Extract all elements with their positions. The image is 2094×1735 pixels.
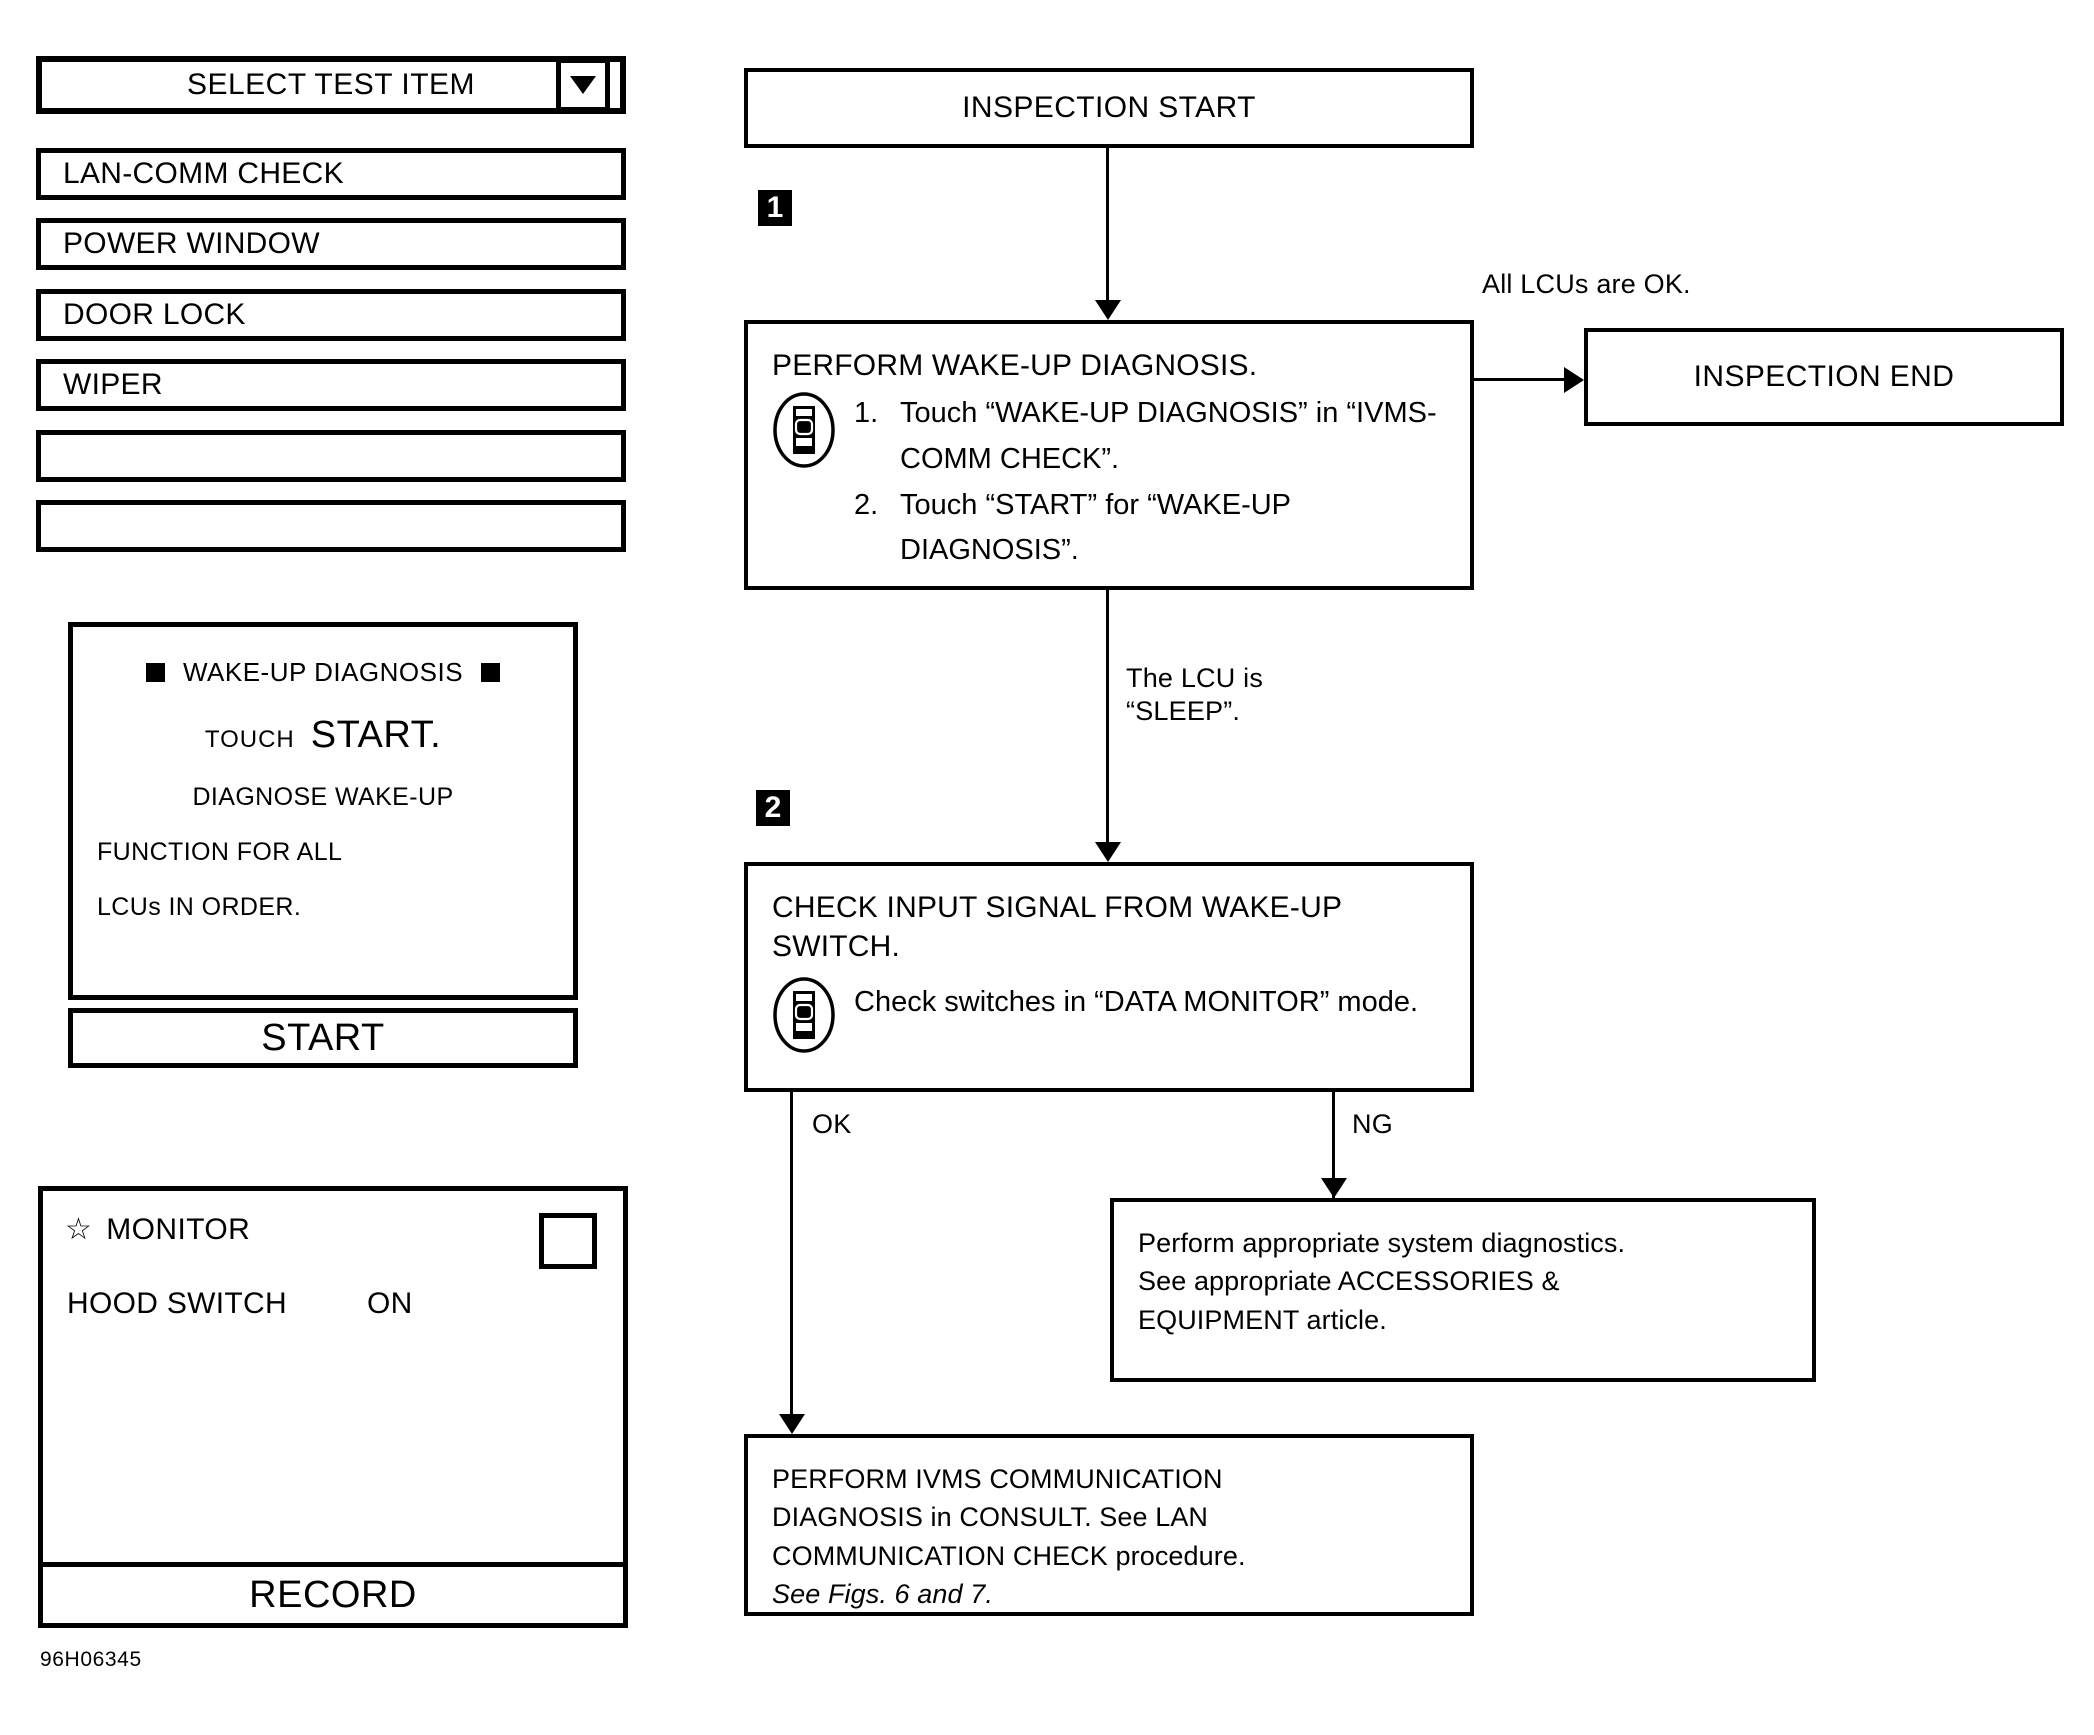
wake-description-line-1: DIAGNOSE WAKE-UP (192, 783, 454, 811)
step1-item-1: 1. Touch “WAKE-UP DIAGNOSIS” in “IVMS-CO… (854, 391, 1446, 483)
test-item-row-empty-2[interactable] (36, 500, 626, 552)
data-monitor-screen: ☆ MONITOR HOOD SWITCH ON (38, 1186, 628, 1616)
wake-description-line-3: LCUs IN ORDER. (97, 893, 302, 921)
step1-item-2-number: 2. (854, 488, 879, 521)
test-item-row-wiper[interactable]: WIPER (36, 359, 626, 411)
connector-start-to-step1 (1106, 148, 1109, 306)
filled-square-bullet-icon-left (145, 663, 165, 682)
flow-box-ng-system-diagnostics: Perform appropriate system diagnostics. … (1110, 1198, 1816, 1382)
step1-item-2-text: Touch “START” for “WAKE-UP DIAGNOSIS”. (900, 488, 1291, 567)
figure-code: 96H06345 (40, 1648, 142, 1671)
step2-sub-text: Check switches in “DATA MONITOR” mode. (854, 986, 1419, 1018)
step2-sub-row: Check switches in “DATA MONITOR” mode. (772, 976, 1446, 1059)
test-item-label: LAN-COMM CHECK (63, 157, 344, 190)
filled-square-bullet-icon-right (481, 663, 501, 682)
consult-tool-icon (772, 391, 836, 574)
touch-prefix: TOUCH (204, 726, 295, 753)
ok-box-line-1: PERFORM IVMS COMMUNICATION (772, 1464, 1223, 1494)
wake-up-diagnosis-title: WAKE-UP DIAGNOSIS (182, 657, 464, 687)
test-item-label: DOOR LOCK (63, 298, 246, 331)
connector-step2-ng (1332, 1092, 1335, 1202)
ng-box-line-3: EQUIPMENT article. (1138, 1304, 1387, 1335)
touch-start-instruction: TOUCH START. (93, 714, 553, 757)
connector-step1-to-end (1474, 378, 1572, 381)
flow-box-step1: PERFORM WAKE-UP DIAGNOSIS. 1. Touch “WAK… (744, 320, 1474, 590)
wake-description-line-2: FUNCTION FOR ALL (97, 838, 343, 866)
edge-label-lcu-is-sleep: The LCU is “SLEEP”. (1126, 663, 1264, 726)
ng-box-line-2: See appropriate ACCESSORIES & (1138, 1266, 1560, 1297)
start-button-label: START (261, 1016, 385, 1059)
step-badge-1: 1 (758, 190, 792, 226)
consult-tool-icon (772, 976, 836, 1059)
step-badge-1-number: 1 (766, 191, 784, 224)
step1-item-1-text: Touch “WAKE-UP DIAGNOSIS” in “IVMS-COMM … (900, 397, 1437, 475)
empty-checkbox-icon[interactable] (539, 1213, 597, 1269)
step2-title: CHECK INPUT SIGNAL FROM WAKE-UP SWITCH. (772, 891, 1342, 963)
wake-up-diagnosis-title-row: WAKE-UP DIAGNOSIS (93, 657, 553, 688)
star-icon: ☆ (65, 1213, 93, 1246)
connector-step2-ok (790, 1092, 793, 1422)
test-item-label: POWER WINDOW (63, 227, 320, 260)
connector-start-to-step1-arrowhead (1095, 300, 1121, 320)
chevron-down-glyph (570, 76, 596, 94)
test-item-row-empty-1[interactable] (36, 430, 626, 482)
ng-box-text: Perform appropriate system diagnostics. … (1138, 1224, 1788, 1339)
connector-step2-ok-arrowhead (779, 1414, 805, 1434)
ok-box-text: PERFORM IVMS COMMUNICATION DIAGNOSIS in … (772, 1460, 1446, 1613)
record-button-label: RECORD (249, 1573, 417, 1616)
flow-box-step2: CHECK INPUT SIGNAL FROM WAKE-UP SWITCH. … (744, 862, 1474, 1092)
test-item-label: WIPER (63, 368, 163, 401)
connector-step1-to-end-arrowhead (1564, 367, 1584, 393)
monitor-title-row: ☆ MONITOR (65, 1213, 250, 1247)
edge-label-all-lcus-ok: All LCUs are OK. (1482, 269, 1691, 299)
edge-label-ng: NG (1352, 1109, 1393, 1139)
monitor-row-name: HOOD SWITCH (67, 1287, 287, 1320)
test-item-row-door-lock[interactable]: DOOR LOCK (36, 289, 626, 341)
step-badge-2-number: 2 (764, 791, 782, 824)
wake-up-diagnosis-screen: WAKE-UP DIAGNOSIS TOUCH START. DIAGNOSE W… (68, 622, 578, 1000)
monitor-row: HOOD SWITCH ON (67, 1287, 599, 1321)
inspection-end-label: INSPECTION END (1693, 360, 1955, 393)
connector-step1-to-step2 (1106, 590, 1109, 848)
test-item-row-lan-comm-check[interactable]: LAN-COMM CHECK (36, 148, 626, 200)
chevron-down-icon[interactable] (556, 58, 610, 112)
ok-box-line-3: COMMUNICATION CHECK procedure. (772, 1540, 1246, 1571)
ng-box-line-1: Perform appropriate system diagnostics. (1138, 1228, 1626, 1258)
inspection-start-label: INSPECTION START (962, 91, 1256, 124)
flow-box-inspection-end: INSPECTION END (1584, 328, 2064, 426)
ok-box-line-4-reference: See Figs. 6 and 7. (772, 1578, 993, 1609)
step-badge-2: 2 (756, 790, 790, 826)
monitor-row-value: ON (367, 1287, 413, 1320)
start-button[interactable]: START (68, 1008, 578, 1068)
flow-box-inspection-start: INSPECTION START (744, 68, 1474, 148)
select-test-item-header[interactable]: SELECT TEST ITEM (36, 56, 626, 114)
test-item-row-power-window[interactable]: POWER WINDOW (36, 218, 626, 270)
edge-label-ok: OK (812, 1109, 852, 1139)
ok-box-line-2: DIAGNOSIS in CONSULT. See LAN (772, 1502, 1209, 1533)
step1-title: PERFORM WAKE-UP DIAGNOSIS. (772, 349, 1258, 382)
step1-instruction-list: 1. Touch “WAKE-UP DIAGNOSIS” in “IVMS-CO… (772, 391, 1446, 574)
connector-step2-ng-arrowhead (1321, 1178, 1347, 1198)
select-test-item-label: SELECT TEST ITEM (186, 68, 476, 101)
record-button[interactable]: RECORD (38, 1562, 628, 1628)
flow-box-ok-ivms-communication: PERFORM IVMS COMMUNICATION DIAGNOSIS in … (744, 1434, 1474, 1616)
step1-items: 1. Touch “WAKE-UP DIAGNOSIS” in “IVMS-CO… (854, 391, 1446, 574)
touch-target: START. (310, 714, 442, 756)
step1-item-1-number: 1. (854, 397, 879, 429)
monitor-title: MONITOR (106, 1213, 251, 1246)
connector-step1-to-step2-arrowhead (1095, 842, 1121, 862)
step1-item-2: 2. Touch “START” for “WAKE-UP DIAGNOSIS”… (854, 483, 1446, 575)
